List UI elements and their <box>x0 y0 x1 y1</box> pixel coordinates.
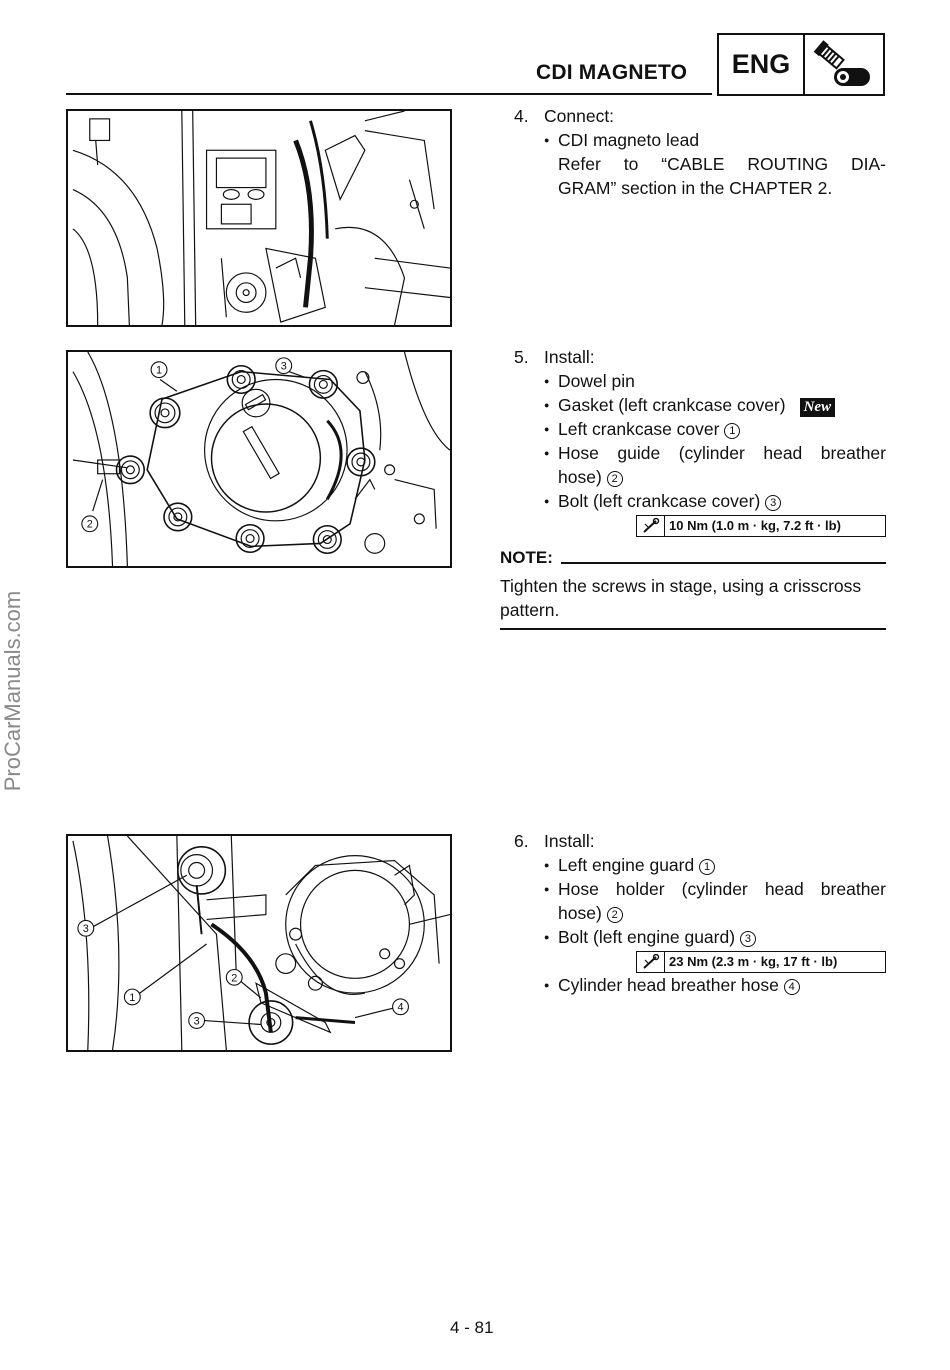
step-number: 4. <box>514 106 529 126</box>
list-item-continuation: hose) 2 <box>514 901 886 925</box>
callout-ref: 2 <box>606 907 623 923</box>
torque-value: 23 Nm (2.3 m · kg, 17 ft · lb) <box>669 954 838 969</box>
list-item: Hose holder (cylinder head breather <box>514 877 886 901</box>
list-item: Bolt (left engine guard) 3 <box>514 925 886 949</box>
callout-3: 3 <box>83 923 89 935</box>
callout-1: 1 <box>156 365 162 377</box>
eng-badge: ENG <box>717 33 885 96</box>
engine-bolt-icon <box>805 35 883 94</box>
callout-1: 1 <box>129 992 135 1004</box>
step-action: Connect: <box>544 106 615 126</box>
torque-value: 10 Nm (1.0 m · kg, 7.2 ft · lb) <box>669 518 841 533</box>
callout-ref: 1 <box>724 423 741 439</box>
list-item-continuation: hose) 2 <box>514 465 886 489</box>
list-item: CDI magneto lead <box>514 128 886 152</box>
section-title: CDI MAGNETO <box>536 61 688 84</box>
torque-spec: 10 Nm (1.0 m · kg, 7.2 ft · lb) <box>636 515 886 537</box>
note-label: NOTE: <box>500 548 553 567</box>
callout-2: 2 <box>231 972 237 984</box>
header-rule <box>66 93 712 95</box>
note-rule-top <box>560 562 886 564</box>
list-item: Cylinder head breather hose 4 <box>514 973 886 997</box>
callout-ref: 2 <box>606 471 623 487</box>
page-number: 4 - 81 <box>450 1318 494 1337</box>
eng-label: ENG <box>719 35 805 94</box>
callout-3: 3 <box>194 1016 200 1028</box>
figure-cdi-lead-routing <box>66 109 452 327</box>
callout-4: 4 <box>397 1002 403 1014</box>
step-5: 5. Install: Dowel pin Gasket (left crank… <box>514 345 886 537</box>
torque-wrench-icon <box>637 516 665 536</box>
list-item: Hose guide (cylinder head breather <box>514 441 886 465</box>
list-item: Dowel pin <box>514 369 886 393</box>
reference-text: Refer to “CABLE ROUTING DIA- <box>558 154 886 174</box>
figure-left-engine-guard: 3 1 2 3 4 <box>66 834 452 1052</box>
list-item: Gasket (left crankcase cover)New <box>514 393 886 417</box>
callout-ref: 3 <box>739 931 756 947</box>
callout-ref: 1 <box>699 859 716 875</box>
step-action: Install: <box>544 347 595 367</box>
list-item: Left engine guard 1 <box>514 853 886 877</box>
watermark: ProCarManuals.com <box>0 590 25 792</box>
step-4: 4. Connect: CDI magneto lead Refer to “C… <box>514 104 886 200</box>
list-item: Left crankcase cover 1 <box>514 417 886 441</box>
note-rule-bottom <box>500 628 886 630</box>
torque-spec: 23 Nm (2.3 m · kg, 17 ft · lb) <box>636 951 886 973</box>
note-box: NOTE: Tighten the screws in stage, using… <box>500 548 886 630</box>
new-part-badge: New <box>799 398 836 417</box>
note-text: Tighten the screws in stage, using a cri… <box>500 576 862 620</box>
reference-text: GRAM” section in the CHAPTER 2. <box>558 178 833 198</box>
step-number: 6. <box>514 831 529 851</box>
callout-3: 3 <box>281 361 287 373</box>
callout-ref: 4 <box>783 979 800 995</box>
callout-2: 2 <box>87 519 93 531</box>
figure-left-crankcase-cover: 1 3 2 <box>66 350 452 568</box>
step-6: 6. Install: Left engine guard 1 Hose hol… <box>514 829 886 997</box>
step-number: 5. <box>514 347 529 367</box>
torque-wrench-icon <box>637 952 665 972</box>
step-action: Install: <box>544 831 595 851</box>
list-item: Bolt (left crankcase cover) 3 <box>514 489 886 513</box>
callout-ref: 3 <box>765 495 782 511</box>
